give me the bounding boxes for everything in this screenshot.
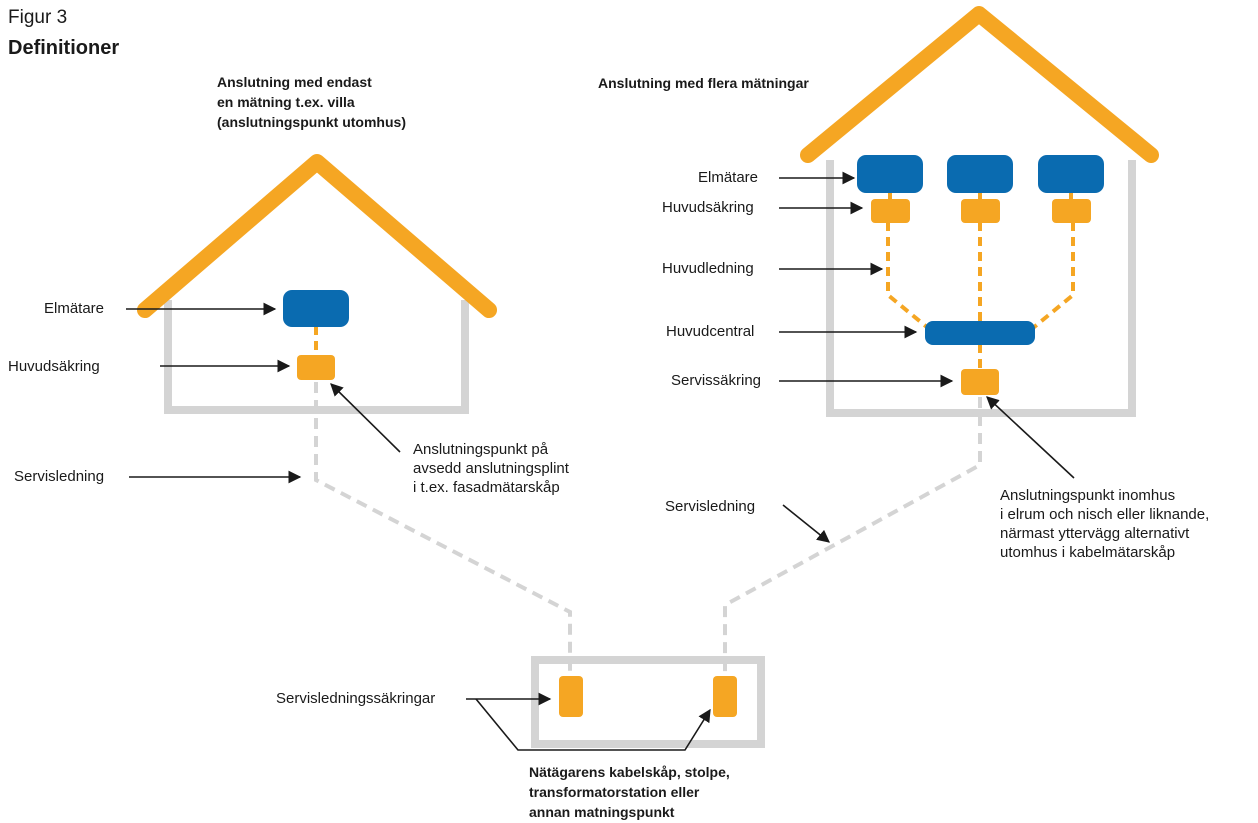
right-label-elmatare: Elmätare [698,169,759,186]
right-service-cable [723,397,982,676]
left-connection-note-line: i t.ex. fasadmätarskåp [413,479,560,496]
right-label-huvudledning: Huvudledning [662,260,754,277]
right-branch-right [1031,222,1075,330]
left-house-title: Anslutning med endast en mätning t.ex. v… [217,72,406,132]
cabinet-box [531,656,765,748]
right-connection-note: Anslutningspunkt inomhus i elrum och nis… [1000,486,1209,562]
right-meter-3 [1038,155,1104,193]
left-main-fuse [297,355,335,380]
right-connection-note-line: i elrum och nisch eller liknande, [1000,506,1210,523]
right-meter-2 [947,155,1013,193]
right-label-huvudsakring: Huvudsäkring [662,199,754,216]
right-house [723,6,1159,676]
supply-cabinet [531,656,765,748]
arrow-right-connection-point [986,396,1075,479]
right-branch-left [886,222,930,330]
right-meter-1 [857,155,923,193]
right-house-title: Anslutning med flera mätningar [598,75,809,91]
right-connection-note-line: utomhus i kabelmätarskåp [1000,544,1176,561]
cabinet-title-line: annan matningspunkt [529,804,675,820]
left-house-roof [137,154,497,318]
left-connection-note-line: Anslutningspunkt på [413,441,549,458]
left-connection-note: Anslutningspunkt på avsedd anslutningspl… [413,440,569,497]
right-main-fuse-1 [871,199,910,223]
right-main-fuse-3 [1052,199,1091,223]
cabinet-fuses-label: Servisledningssäkringar [276,690,436,707]
right-label-huvudcentral: Huvudcentral [666,323,755,340]
callout-arrows [126,171,1075,751]
cabinet-title: Nätägarens kabelskåp, stolpe, transforma… [529,762,730,822]
left-label-huvudsakring: Huvudsäkring [8,358,100,375]
left-house-title-line: Anslutning med endast [217,74,372,90]
right-house-wall [826,160,1136,417]
left-house-title-line: en mätning t.ex. villa [217,94,355,110]
right-main-fuse-2 [961,199,1000,223]
right-house-roof [800,6,1159,163]
arrow-cabinet-fuse-right [475,698,711,751]
arrow-left-connection-point [330,383,401,453]
arrow-right-servisledning [782,504,830,543]
cabinet-fuse-left [559,676,583,717]
cabinet-title-line: transformatorstation eller [529,784,700,800]
right-service-fuse [961,369,999,395]
right-label-servissakring: Servissäkring [671,372,762,389]
left-meter [283,290,349,327]
figure-number: Figur 3 [8,7,68,28]
cabinet-title-line: Nätägarens kabelskåp, stolpe, [529,764,730,780]
right-main-central [925,321,1035,345]
figure-title: Definitioner [8,37,120,59]
right-connection-note-line: närmast yttervägg alternativt [1000,525,1190,542]
left-label-servisledning: Servisledning [14,468,105,485]
left-service-cable [314,382,572,676]
left-label-elmatare: Elmätare [44,300,105,317]
right-connection-note-line: Anslutningspunkt inomhus [1000,487,1176,504]
cabinet-fuse-right [713,676,737,717]
right-label-servisledning: Servisledning [665,498,756,515]
left-connection-note-line: avsedd anslutningsplint [413,460,569,477]
left-house-title-line: (anslutningspunkt utomhus) [217,114,406,130]
left-house [137,154,572,676]
